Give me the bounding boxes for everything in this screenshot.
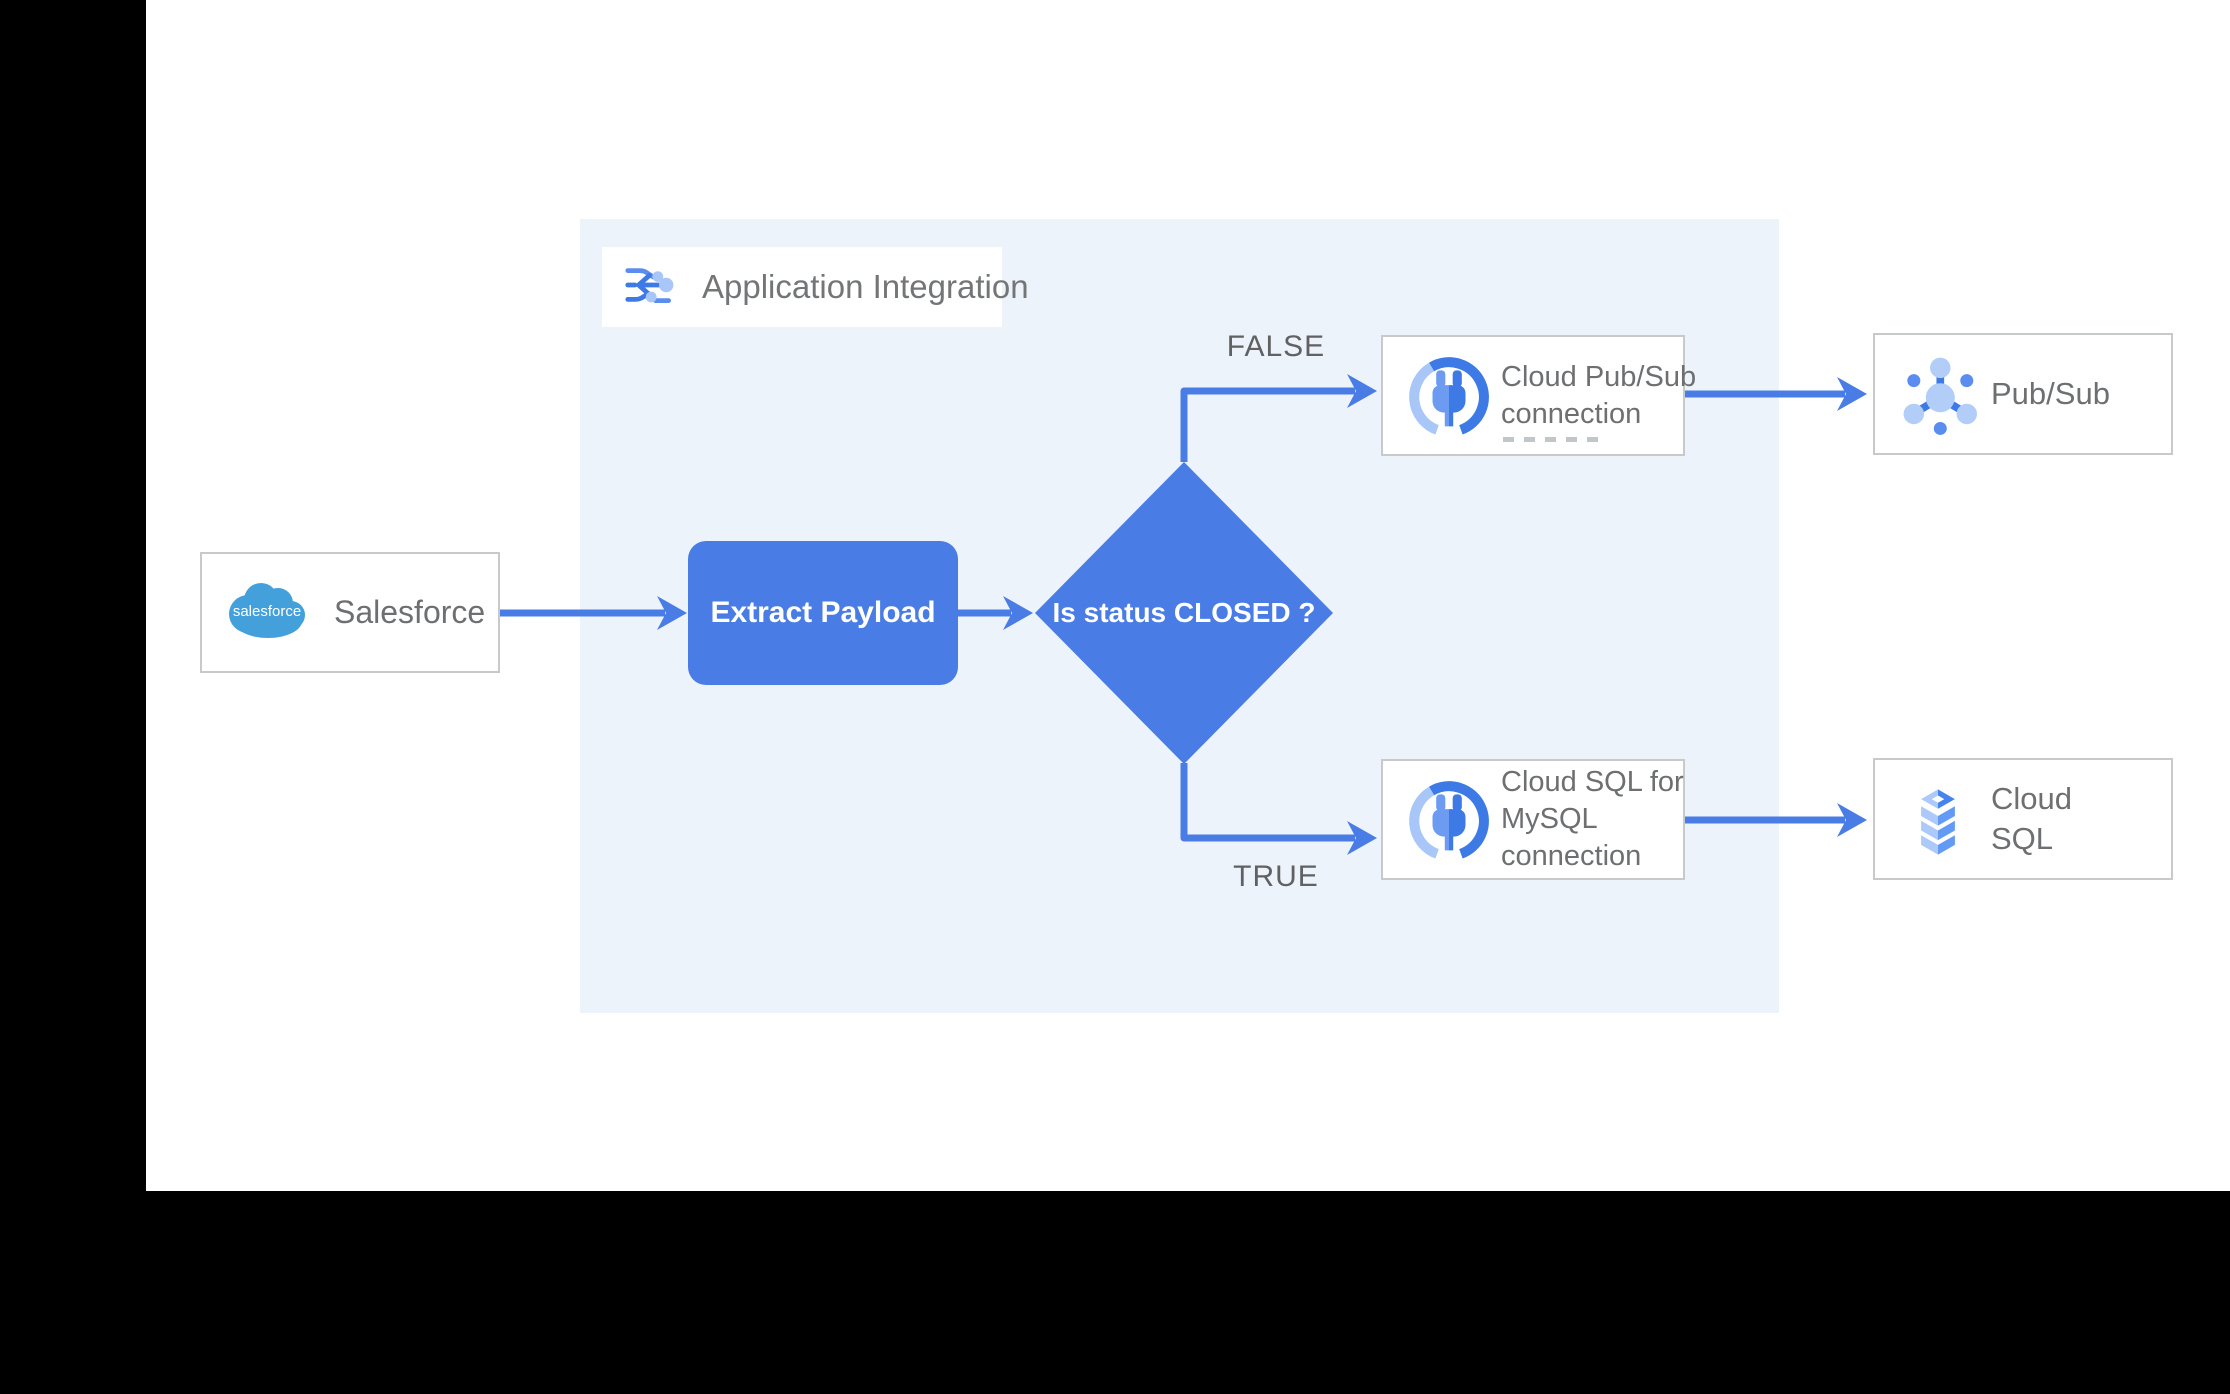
salesforce-logo-text: salesforce xyxy=(233,603,301,620)
decision-label: Is status CLOSED ? xyxy=(1052,597,1316,628)
arrowhead xyxy=(1837,377,1867,411)
cloudsql-connection-label-line3: connection xyxy=(1501,840,1642,872)
connector-plug-icon xyxy=(1405,777,1493,870)
true-branch-label: TRUE xyxy=(1233,860,1319,893)
node-pubsub-connection: Cloud Pub/Sub connection xyxy=(1381,335,1696,456)
cloudsql-label-line2: SQL xyxy=(1991,821,2054,856)
application-integration-title: Application Integration xyxy=(702,268,1029,305)
extract-payload-label: Extract Payload xyxy=(710,596,936,629)
node-pubsub: Pub/Sub xyxy=(1873,333,2173,455)
pubsub-connection-label-line2: connection xyxy=(1501,397,1642,430)
salesforce-label: Salesforce xyxy=(334,594,486,630)
salesforce-logo-icon: salesforce xyxy=(224,578,310,647)
cloudsql-icon xyxy=(1909,787,1967,862)
node-extract-payload: Extract Payload xyxy=(688,541,958,685)
node-cloudsql-connection: Cloud SQL for MySQL connection xyxy=(1381,759,1685,880)
truncated-text-marks xyxy=(1503,437,1607,442)
pubsub-icon xyxy=(1901,355,1983,442)
false-branch-label: FALSE xyxy=(1226,330,1326,363)
node-salesforce: salesforce Salesforce xyxy=(200,552,500,673)
arrowhead xyxy=(1837,803,1867,837)
node-decision-diamond: Is status CLOSED ? xyxy=(1035,462,1333,764)
cloudsql-connection-label-line2: MySQL xyxy=(1501,803,1598,835)
application-integration-logo-box: Application Integration xyxy=(602,247,1029,327)
left-black-bar xyxy=(0,0,146,1394)
node-cloudsql: Cloud SQL xyxy=(1873,758,2173,880)
pubsub-connection-label-line1: Cloud Pub/Sub xyxy=(1501,360,1697,393)
cloudsql-connection-label-line1: Cloud SQL for xyxy=(1501,766,1684,798)
pubsub-label: Pub/Sub xyxy=(1991,376,2110,411)
bottom-black-bar xyxy=(0,1191,2230,1394)
cloudsql-label-line1: Cloud xyxy=(1991,781,2072,816)
connector-plug-icon xyxy=(1405,353,1493,446)
application-integration-icon xyxy=(622,261,684,314)
